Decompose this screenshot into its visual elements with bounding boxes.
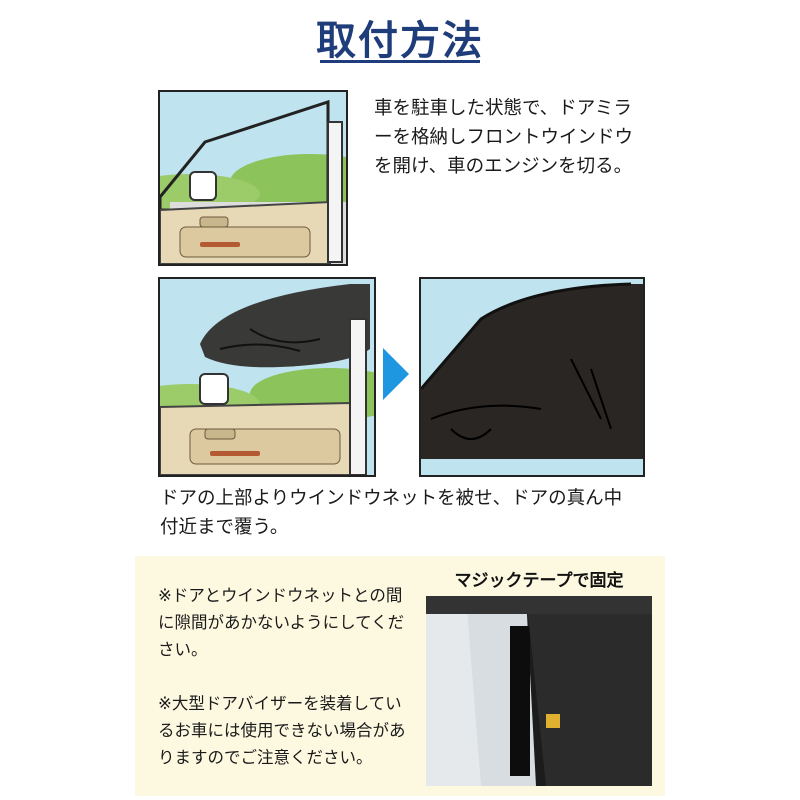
photo-caption: マジックテープで固定 bbox=[454, 571, 624, 591]
velcro-photo bbox=[426, 596, 652, 786]
notes-text: ※ドアとウインドウネットとの間に隙間があかないようにしてください。 ※大型ドアバ… bbox=[158, 582, 416, 798]
net-covering-illustration bbox=[158, 277, 376, 477]
net-covered-illustration bbox=[419, 277, 645, 477]
title-underline bbox=[320, 60, 480, 63]
step2-instruction: ドアの上部よりウインドウネットを被せ、ドアの真ん中付近まで覆う。 bbox=[160, 488, 623, 538]
note-visor-warning: ※大型ドアバイザーを装着しているお車には使用できない場合がありますのでご注意くだ… bbox=[158, 694, 406, 767]
step1-instruction: 車を駐車した状態で、ドアミラーを格納しフロントウインドウを開け、車のエンジンを切… bbox=[374, 98, 634, 177]
door-open-illustration bbox=[158, 90, 348, 266]
next-arrow-icon bbox=[383, 348, 409, 400]
note-gap-warning: ※ドアとウインドウネットとの間に隙間があかないようにしてください。 bbox=[158, 586, 405, 659]
page-title: 取付方法 bbox=[316, 18, 484, 64]
